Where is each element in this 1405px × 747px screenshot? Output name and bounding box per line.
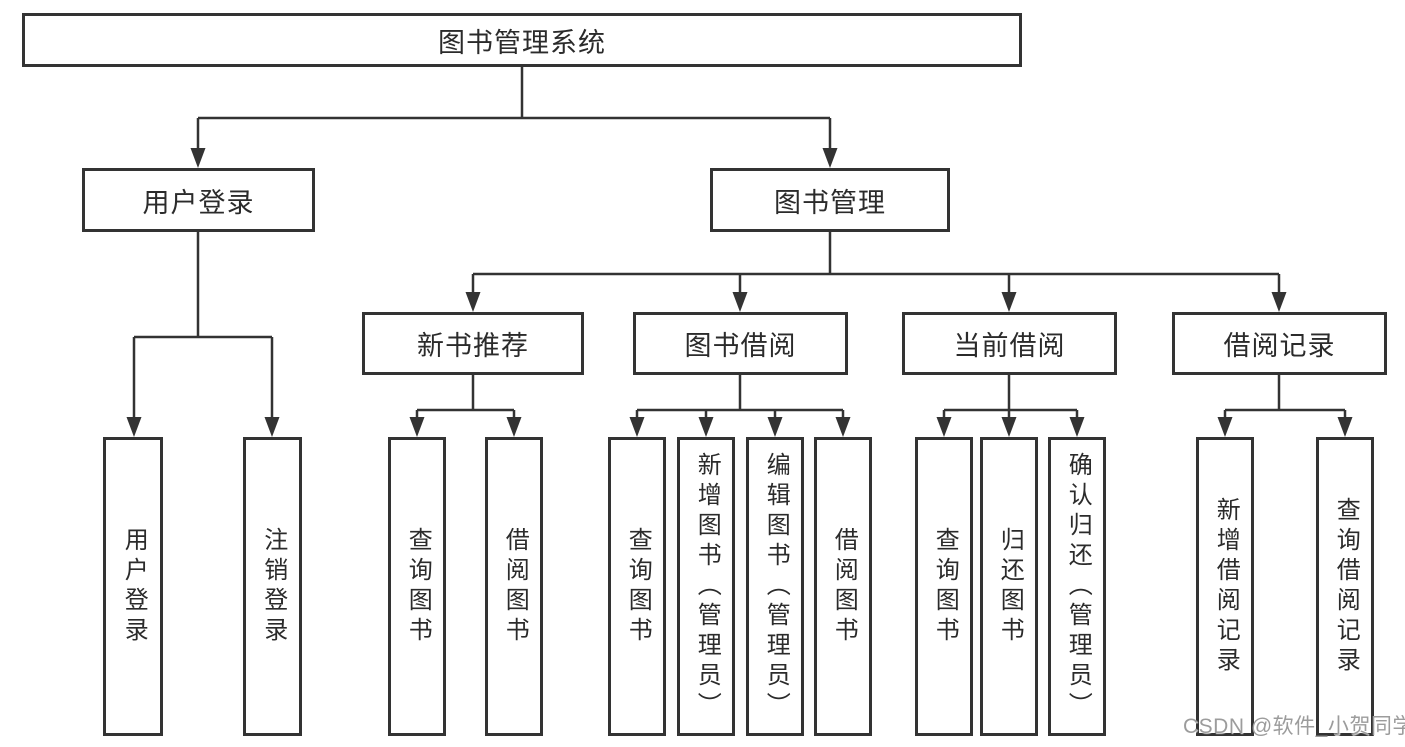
leaf-current-query-books: 查询图书	[915, 437, 973, 736]
node-user-login: 用户登录	[82, 168, 315, 232]
node-new-book-recommend: 新书推荐	[362, 312, 584, 375]
node-book-management: 图书管理	[710, 168, 950, 232]
leaf-logout: 注销登录	[243, 437, 302, 736]
leaf-edit-book-admin: 编辑图书（管理员）	[746, 437, 804, 736]
leaf-user-login: 用户登录	[103, 437, 163, 736]
leaf-return-books: 归还图书	[980, 437, 1038, 736]
node-borrowing-records: 借阅记录	[1172, 312, 1387, 375]
node-current-borrowing: 当前借阅	[902, 312, 1117, 375]
csdn-watermark: CSDN @软件_小贺同学	[1183, 715, 1405, 738]
leaf-query-borrow-record: 查询借阅记录	[1316, 437, 1374, 736]
leaf-borrowing-query-books: 查询图书	[608, 437, 666, 736]
leaf-confirm-return-admin: 确认归还（管理员）	[1048, 437, 1106, 736]
arrowheads	[126, 148, 1353, 437]
leaf-recommend-query-books: 查询图书	[388, 437, 446, 736]
leaf-add-borrow-record: 新增借阅记录	[1196, 437, 1254, 736]
leaf-borrow-books: 借阅图书	[814, 437, 872, 736]
leaf-recommend-borrow-books: 借阅图书	[485, 437, 543, 736]
node-library-system: 图书管理系统	[22, 13, 1022, 67]
leaf-add-book-admin: 新增图书（管理员）	[677, 437, 735, 736]
node-book-borrowing: 图书借阅	[633, 312, 848, 375]
